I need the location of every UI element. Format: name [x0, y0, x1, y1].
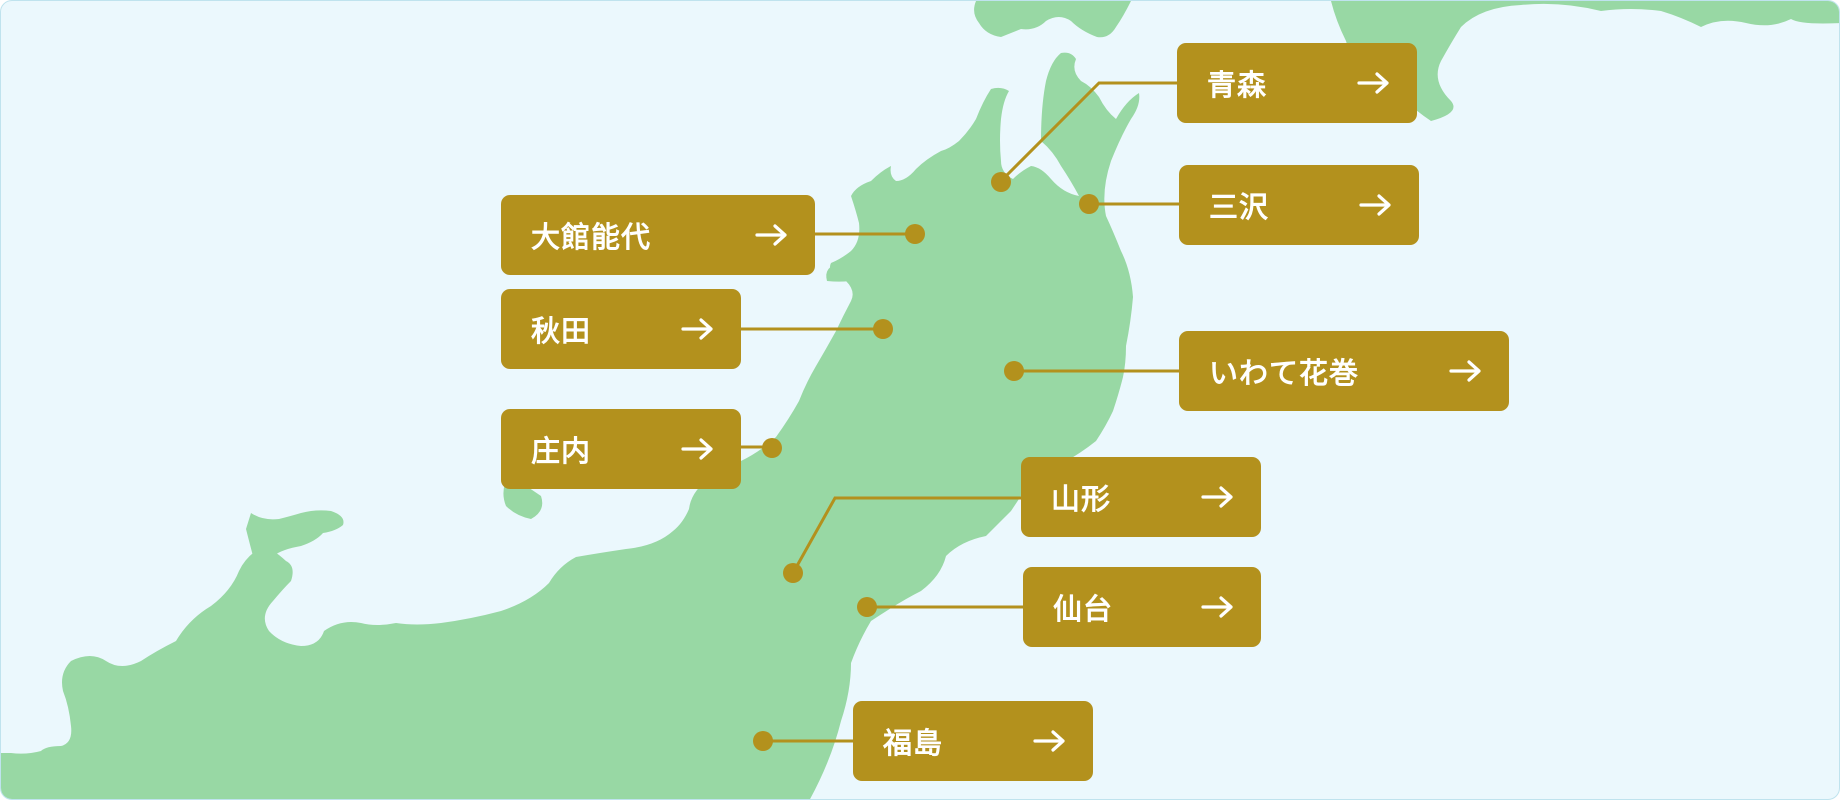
arrow-right-icon — [1033, 730, 1065, 752]
sendai-pin — [857, 597, 877, 617]
arrow-right-icon — [1201, 596, 1233, 618]
oga-peninsula — [826, 263, 859, 282]
airport-button-misawa[interactable]: 三沢 — [1179, 165, 1419, 245]
airport-label-aomori: 青森 — [1207, 68, 1268, 102]
airport-button-shonai[interactable]: 庄内 — [501, 409, 741, 489]
airport-label-iwate-hanamaki: いわて花巻 — [1209, 356, 1360, 390]
arrow-right-icon — [1357, 72, 1389, 94]
leader-line-yamagata — [791, 496, 1023, 574]
hokkaido-east-landmass — [1331, 1, 1839, 121]
airport-label-misawa: 三沢 — [1209, 190, 1270, 224]
iwate-hanamaki-pin — [1004, 361, 1024, 381]
arrow-right-icon — [1201, 486, 1233, 508]
noto-peninsula — [246, 510, 344, 559]
airport-button-odate-noshiro[interactable]: 大館能代 — [501, 195, 815, 275]
aomori-pin — [991, 172, 1011, 192]
arrow-right-icon — [681, 318, 713, 340]
airport-button-akita[interactable]: 秋田 — [501, 289, 741, 369]
arrow-right-icon — [681, 438, 713, 460]
arrow-right-icon — [755, 224, 787, 246]
akita-pin — [873, 319, 893, 339]
arrow-right-icon — [1449, 360, 1481, 382]
airport-label-akita: 秋田 — [531, 314, 592, 348]
shonai-pin — [762, 438, 782, 458]
airport-button-yamagata[interactable]: 山形 — [1021, 457, 1261, 537]
airport-label-odate-noshiro: 大館能代 — [531, 220, 652, 254]
leader-line-aomori — [999, 81, 1181, 183]
airport-label-shonai: 庄内 — [531, 434, 592, 468]
airport-button-sendai[interactable]: 仙台 — [1023, 567, 1261, 647]
airport-label-yamagata: 山形 — [1051, 482, 1112, 516]
airport-label-sendai: 仙台 — [1053, 592, 1114, 626]
arrow-right-icon — [1359, 194, 1391, 216]
airport-button-iwate-hanamaki[interactable]: いわて花巻 — [1179, 331, 1509, 411]
fukushima-pin — [753, 731, 773, 751]
airport-button-fukushima[interactable]: 福島 — [853, 701, 1093, 781]
odate-noshiro-pin — [905, 224, 925, 244]
misawa-pin — [1079, 194, 1099, 214]
airport-button-aomori[interactable]: 青森 — [1177, 43, 1417, 123]
hokkaido-landmass — [974, 1, 1131, 38]
yamagata-pin — [783, 563, 803, 583]
honshu-landmass — [1, 52, 1140, 799]
airport-label-fukushima: 福島 — [883, 726, 944, 760]
